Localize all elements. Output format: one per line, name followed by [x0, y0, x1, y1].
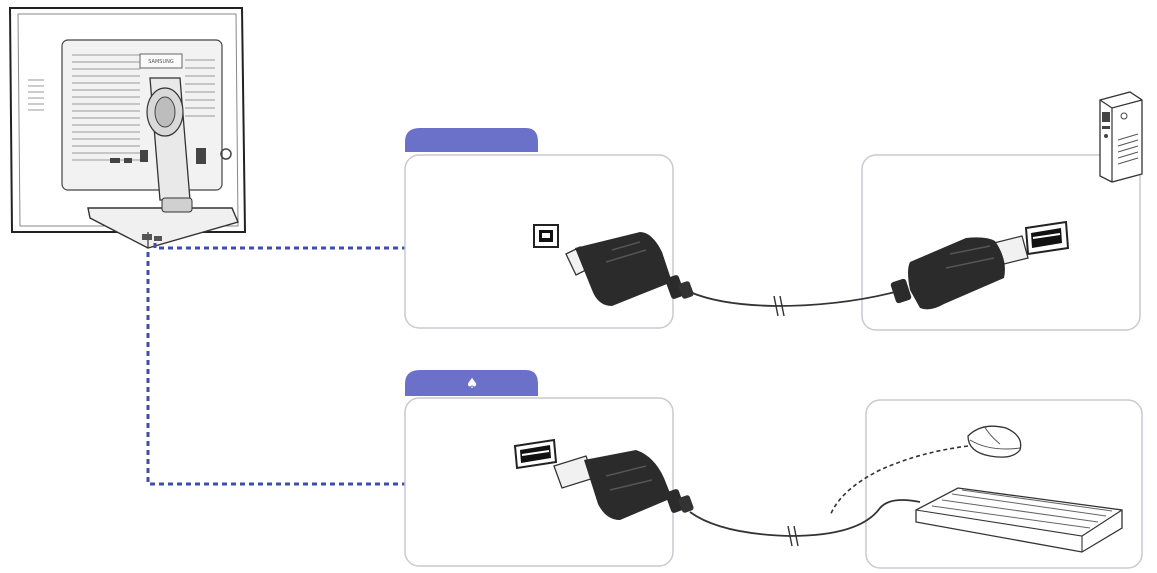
cable-break-icon: [773, 295, 785, 317]
downstream-tab: [405, 370, 538, 396]
usb-a-port-icon: [513, 438, 558, 470]
mouse-icon: [967, 425, 1022, 458]
usb-a-plug-icon: [890, 235, 1029, 310]
downstream-tab-usb-icon: ♠: [466, 376, 479, 392]
upstream-cable: [689, 291, 896, 307]
usb-b-plug-icon: [565, 232, 694, 306]
desktop-computer-icon: [1099, 91, 1143, 183]
usb-a-plug-icon: [553, 450, 694, 520]
connection-lines: [146, 243, 405, 486]
upstream-connection-line: [153, 243, 405, 250]
cable-break-icon: [787, 525, 799, 547]
peripherals-panel: [829, 399, 1143, 569]
usb-b-port-icon: [533, 224, 559, 248]
downstream-cable: [689, 499, 921, 537]
monitor-rear: SAMSUNG: [8, 7, 247, 249]
upstream-tab: [405, 128, 538, 152]
keyboard-icon: [915, 487, 1123, 553]
downstream-panel: ♠: [404, 370, 694, 567]
downstream-connection-line: [146, 252, 405, 486]
upstream-panel: [404, 128, 694, 329]
usb-a-port-icon: [1024, 220, 1070, 256]
computer-panel: [861, 91, 1143, 331]
monitor-brand-label: SAMSUNG: [148, 59, 174, 65]
mouse-cable: [829, 445, 969, 517]
